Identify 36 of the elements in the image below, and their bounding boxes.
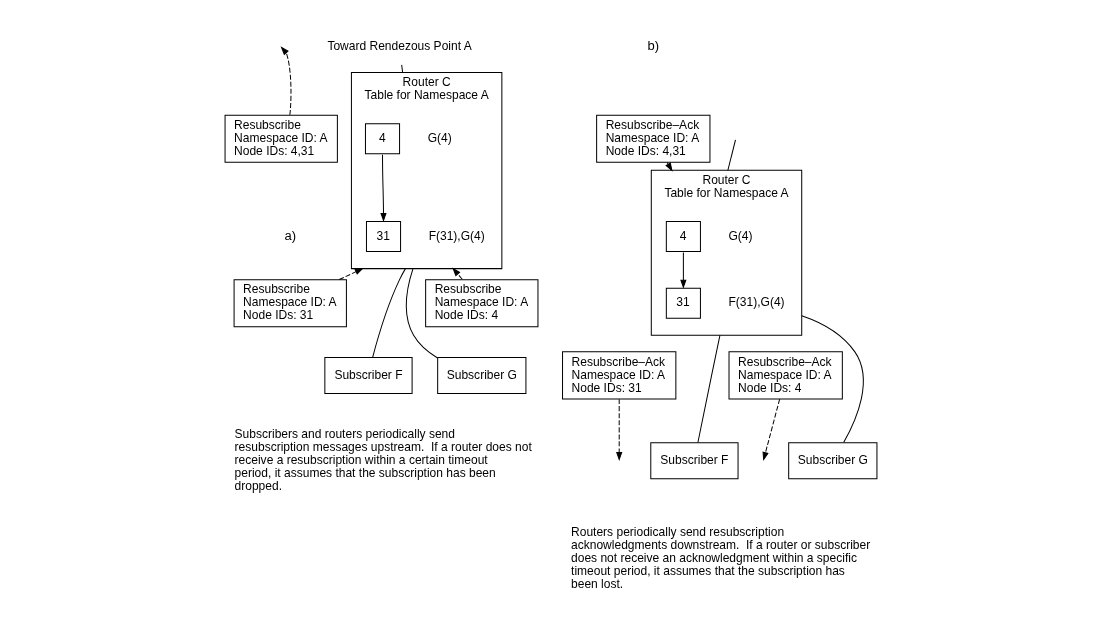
node-box: 4 — [364, 123, 401, 155]
arrow — [281, 47, 292, 116]
node-box: Resubscribe Namespace ID: A Node IDs: 31 — [233, 279, 347, 328]
node-box: 31 — [665, 287, 701, 319]
node-box: Subscriber F — [324, 356, 413, 394]
node-box: 4 — [665, 221, 701, 253]
connector — [405, 268, 439, 359]
node-box: Resubscribe–Ack Namespace ID: A Node IDs: 4 — [728, 351, 843, 400]
connector — [372, 268, 406, 358]
label: b) — [647, 37, 660, 53]
node-label: F(31),G(4) — [428, 228, 485, 243]
arrow — [680, 252, 687, 288]
node-label: G(4) — [728, 228, 753, 243]
label: Routers periodically send resubscription acknowledgments downstream. If a router or subscriber does not receive an acknowledgment within a specific timeout period, it assumes that the subscription has been lost. — [571, 525, 871, 592]
node-label: F(31),G(4) — [728, 295, 785, 310]
arrow — [338, 268, 363, 281]
arrow — [762, 398, 781, 461]
label: Subscribers and routers periodically send resubscription messages upstream. If a router does not receive a resubscription within a certain timeout period, it assumes that the subscription has been dropped. — [234, 426, 532, 493]
node-box: Resubscribe Namespace ID: A Node IDs: 4,31 — [224, 114, 338, 163]
node-box: Subscriber G — [437, 356, 527, 394]
arrow — [452, 268, 463, 280]
node-box: Subscriber G — [788, 442, 878, 480]
connector — [697, 334, 721, 443]
label: a) — [284, 227, 297, 243]
node-label: G(4) — [427, 130, 452, 145]
node-box: Subscriber F — [650, 442, 739, 480]
connector — [727, 139, 736, 171]
node-box: Resubscribe–Ack Namespace ID: A Node IDs: 31 — [562, 351, 677, 400]
arrow — [665, 161, 673, 171]
node-text: Toward Rendezous Point A — [327, 38, 472, 53]
arrow — [616, 398, 623, 461]
node-box: Resubscribe Namespace ID: A Node IDs: 4 — [425, 279, 539, 328]
connector — [801, 315, 864, 443]
node-box: 31 — [365, 221, 402, 253]
arrow — [380, 154, 387, 221]
connector — [401, 64, 404, 74]
